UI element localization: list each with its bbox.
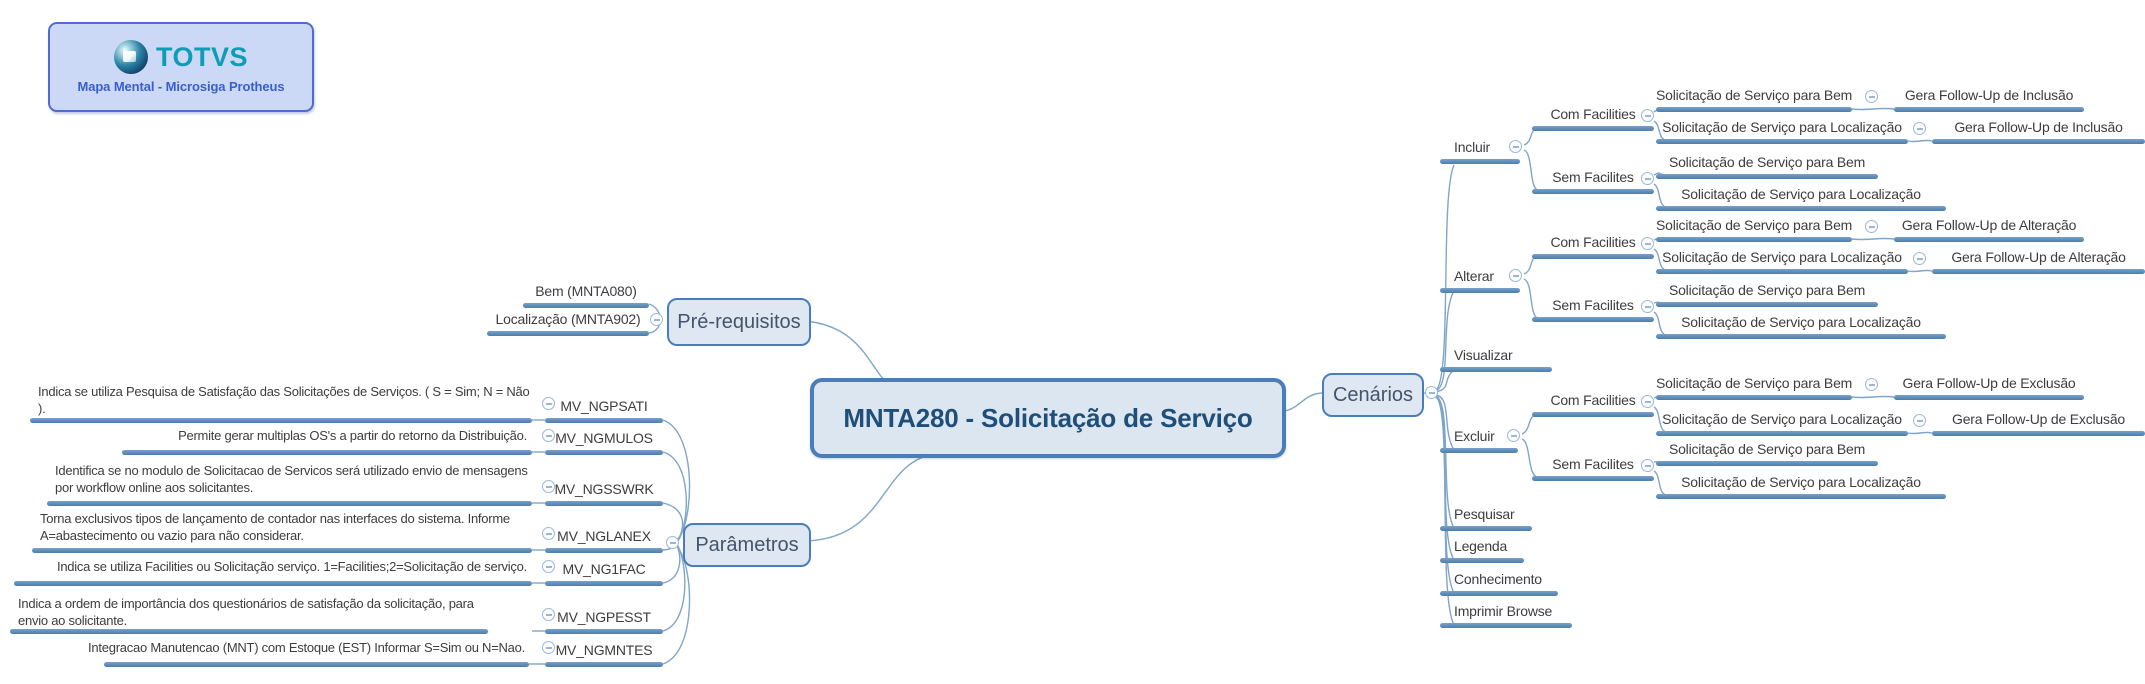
node-incluir[interactable]: Incluir xyxy=(1440,138,1520,164)
collapse-icon[interactable] xyxy=(1913,122,1926,135)
node-excluir-com-loc-followup[interactable]: Gera Follow-Up de Exclusão xyxy=(1932,410,2145,436)
node-mv-nglanex[interactable]: MV_NGLANEX xyxy=(545,527,663,553)
node-incluir-sem-facilites[interactable]: Sem Facilites xyxy=(1532,168,1654,194)
param-bar xyxy=(32,548,532,553)
node-alterar-sem-loc[interactable]: Solicitação de Serviço para Localização xyxy=(1656,313,1946,339)
totvs-sphere-icon xyxy=(113,40,148,74)
collapse-icon[interactable] xyxy=(666,536,679,549)
collapse-icon[interactable] xyxy=(542,527,555,540)
node-alterar-com-loc[interactable]: Solicitação de Serviço para Localização xyxy=(1656,248,1908,274)
cenarios-label: Cenários xyxy=(1332,383,1414,406)
node-alterar[interactable]: Alterar xyxy=(1440,267,1520,293)
collapse-icon[interactable] xyxy=(542,429,555,442)
logo-subtitle: Mapa Mental - Microsiga Protheus xyxy=(77,79,285,94)
collapse-icon[interactable] xyxy=(1865,90,1878,103)
collapse-icon[interactable] xyxy=(1865,378,1878,391)
node-imprimir-browse[interactable]: Imprimir Browse xyxy=(1440,602,1572,628)
collapse-icon[interactable] xyxy=(542,397,555,410)
node-incluir-com-loc-followup[interactable]: Gera Follow-Up de Inclusão xyxy=(1932,118,2145,144)
param-desc-mv-ng1fac[interactable]: Indica se utiliza Facilities ou Solicita… xyxy=(56,559,527,574)
param-desc-mv-ngmulos[interactable]: Permite gerar multiplas OS's a partir do… xyxy=(178,428,527,443)
collapse-icon[interactable] xyxy=(1913,414,1926,427)
collapse-icon[interactable] xyxy=(1425,386,1438,399)
node-alterar-sem-facilites[interactable]: Sem Facilites xyxy=(1532,296,1654,322)
param-bar xyxy=(30,418,532,423)
totvs-logo-panel: TOTVS Mapa Mental - Microsiga Protheus xyxy=(48,22,314,112)
collapse-icon[interactable] xyxy=(542,480,555,493)
node-conhecimento[interactable]: Conhecimento xyxy=(1440,570,1558,596)
param-desc-mv-ngmntes[interactable]: Integracao Manutencao (MNT) com Estoque … xyxy=(88,640,525,655)
root-node[interactable]: MNTA280 - Solicitação de Serviço xyxy=(810,378,1286,458)
collapse-icon[interactable] xyxy=(1509,269,1522,282)
collapse-icon[interactable] xyxy=(1641,109,1654,122)
node-localizacao-mnta902[interactable]: Localização (MNTA902) xyxy=(487,310,649,336)
collapse-icon[interactable] xyxy=(1641,459,1654,472)
node-incluir-sem-bem[interactable]: Solicitação de Serviço para Bem xyxy=(1656,153,1878,179)
node-mv-ngmulos[interactable]: MV_NGMULOS xyxy=(545,429,663,455)
collapse-icon[interactable] xyxy=(1507,429,1520,442)
node-excluir-sem-loc[interactable]: Solicitação de Serviço para Localização xyxy=(1656,473,1946,499)
node-excluir[interactable]: Excluir xyxy=(1440,427,1518,453)
node-alterar-com-facilities[interactable]: Com Facilities xyxy=(1532,233,1654,259)
param-bar xyxy=(10,629,488,634)
node-excluir-com-bem-followup[interactable]: Gera Follow-Up de Exclusão xyxy=(1894,374,2084,400)
brand-name: TOTVS xyxy=(155,41,249,72)
node-pesquisar[interactable]: Pesquisar xyxy=(1440,505,1532,531)
node-mv-ng1fac[interactable]: MV_NG1FAC xyxy=(545,560,663,586)
node-incluir-com-facilities[interactable]: Com Facilities xyxy=(1532,105,1654,131)
collapse-icon[interactable] xyxy=(1641,172,1654,185)
node-excluir-com-loc[interactable]: Solicitação de Serviço para Localização xyxy=(1656,410,1908,436)
collapse-icon[interactable] xyxy=(1641,395,1654,408)
param-bar xyxy=(104,662,529,667)
node-incluir-sem-loc[interactable]: Solicitação de Serviço para Localização xyxy=(1656,185,1946,211)
pre-requisitos-label: Pré-requisitos xyxy=(677,310,801,333)
collapse-icon[interactable] xyxy=(1641,237,1654,250)
param-desc-mv-ngsswrk[interactable]: Identifica se no modulo de Solicitacao d… xyxy=(55,463,528,495)
node-legenda[interactable]: Legenda xyxy=(1440,537,1524,563)
node-mv-ngsswrk[interactable]: MV_NGSSWRK xyxy=(545,480,663,506)
node-excluir-com-bem[interactable]: Solicitação de Serviço para Bem xyxy=(1656,374,1852,400)
node-alterar-sem-bem[interactable]: Solicitação de Serviço para Bem xyxy=(1656,281,1878,307)
param-desc-mv-nglanex[interactable]: Torna exclusivos tipos de lançamento de … xyxy=(40,511,510,543)
node-excluir-sem-facilites[interactable]: Sem Facilites xyxy=(1532,455,1654,481)
node-visualizar[interactable]: Visualizar xyxy=(1440,346,1552,372)
param-desc-mv-ngpsati[interactable]: Indica se utiliza Pesquisa de Satisfação… xyxy=(38,384,530,416)
param-desc-mv-ngpesst[interactable]: Indica a ordem de importância dos questi… xyxy=(18,596,474,628)
param-bar xyxy=(47,501,532,506)
node-incluir-com-bem-followup[interactable]: Gera Follow-Up de Inclusão xyxy=(1894,86,2084,112)
collapse-icon[interactable] xyxy=(542,608,555,621)
node-mv-ngpesst[interactable]: MV_NGPESST xyxy=(545,608,663,634)
node-parametros[interactable]: Parâmetros xyxy=(683,523,811,567)
node-alterar-com-bem[interactable]: Solicitação de Serviço para Bem xyxy=(1656,216,1852,242)
collapse-icon[interactable] xyxy=(650,313,663,326)
node-mv-ngpsati[interactable]: MV_NGPSATI xyxy=(545,397,663,423)
node-alterar-com-loc-followup[interactable]: Gera Follow-Up de Alteração xyxy=(1932,248,2145,274)
node-mv-ngmntes[interactable]: MV_NGMNTES xyxy=(545,641,663,667)
collapse-icon[interactable] xyxy=(1641,300,1654,313)
collapse-icon[interactable] xyxy=(1509,140,1522,153)
collapse-icon[interactable] xyxy=(542,641,555,654)
collapse-icon[interactable] xyxy=(542,560,555,573)
node-excluir-sem-bem[interactable]: Solicitação de Serviço para Bem xyxy=(1656,440,1878,466)
root-node-label: MNTA280 - Solicitação de Serviço xyxy=(843,402,1253,433)
node-pre-requisitos[interactable]: Pré-requisitos xyxy=(667,298,811,346)
node-incluir-com-bem[interactable]: Solicitação de Serviço para Bem xyxy=(1656,86,1852,112)
node-alterar-com-bem-followup[interactable]: Gera Follow-Up de Alteração xyxy=(1894,216,2084,242)
parametros-label: Parâmetros xyxy=(695,533,799,556)
collapse-icon[interactable] xyxy=(1865,220,1878,233)
param-bar xyxy=(122,450,532,455)
node-cenarios[interactable]: Cenários xyxy=(1322,373,1424,417)
param-bar xyxy=(14,581,532,586)
node-excluir-com-facilities[interactable]: Com Facilities xyxy=(1532,391,1654,417)
node-incluir-com-loc[interactable]: Solicitação de Serviço para Localização xyxy=(1656,118,1908,144)
collapse-icon[interactable] xyxy=(1913,252,1926,265)
node-bem-mnta080[interactable]: Bem (MNTA080) xyxy=(523,282,649,308)
